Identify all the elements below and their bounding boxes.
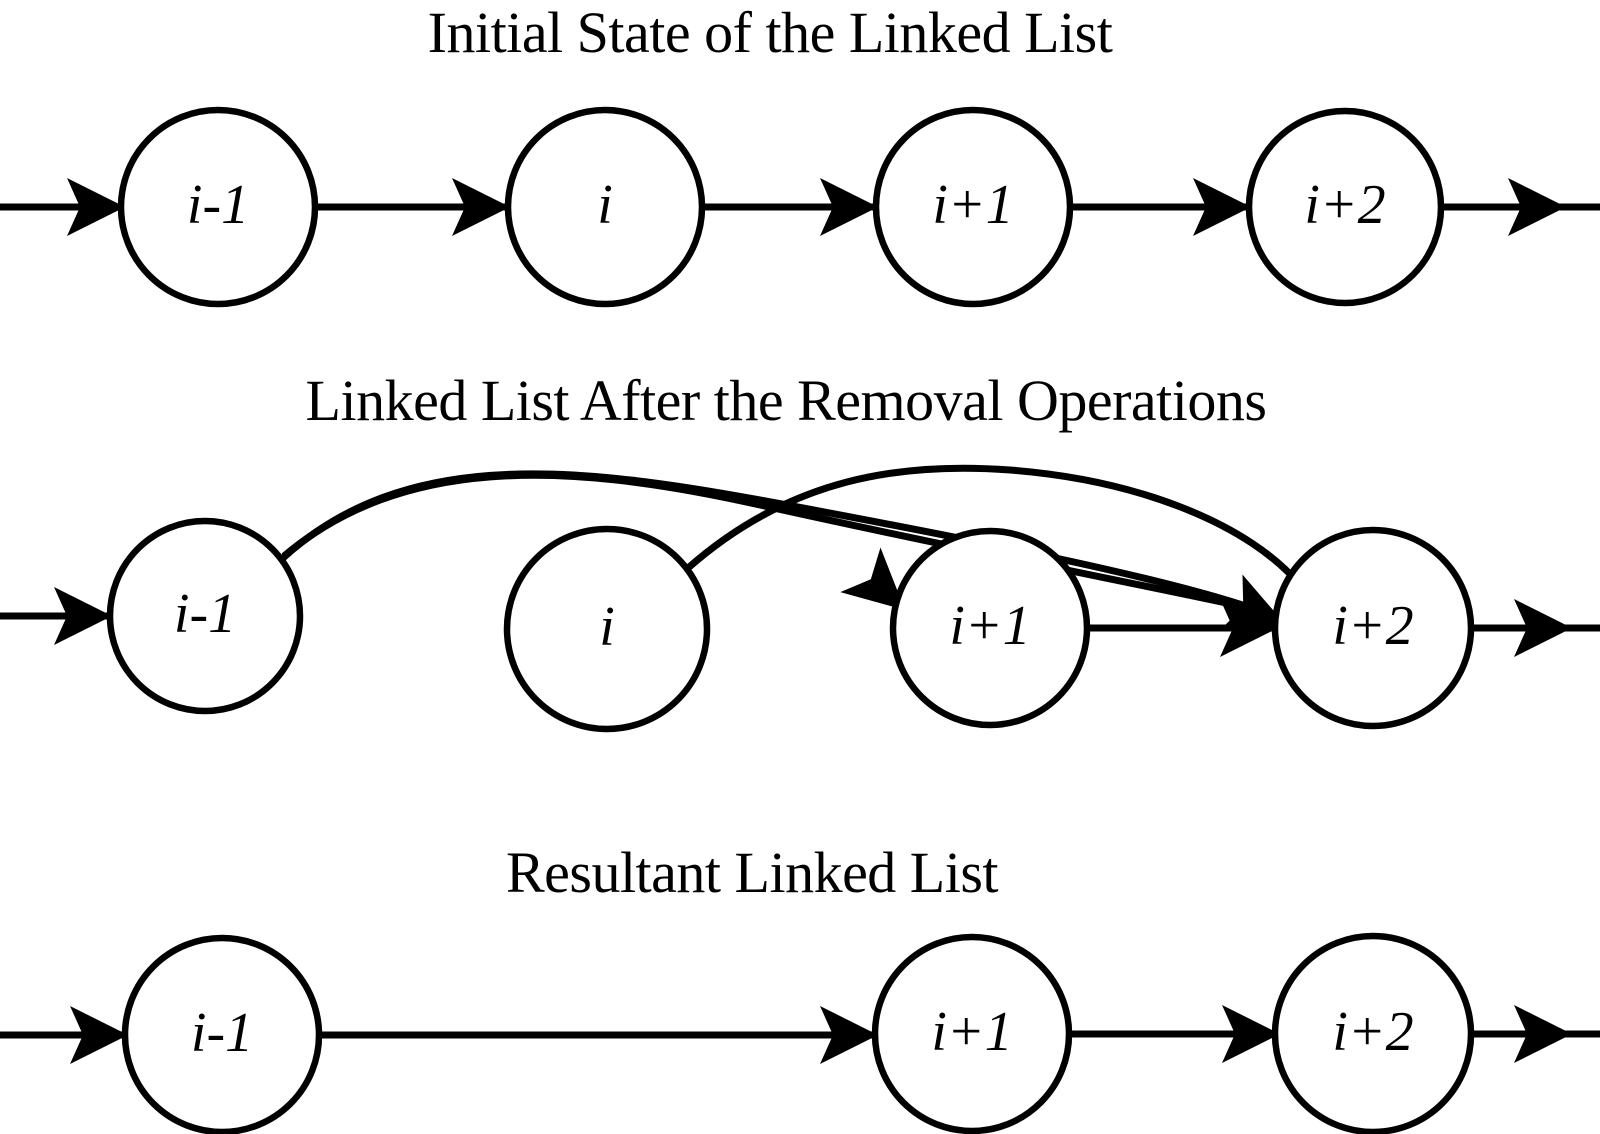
edge-curve-i-1-to-i-plus-2 <box>280 470 1270 618</box>
node-label: i <box>597 174 613 236</box>
section-initial: Initial State of the Linked List i-1 i i <box>0 0 1600 308</box>
node-circle[interactable] <box>121 934 323 1134</box>
node-after-i-minus-1[interactable]: i-1 <box>106 517 304 715</box>
edges-after-removal <box>0 464 1600 657</box>
node-label: i+2 <box>1332 1001 1413 1063</box>
edge-arc-i-to-i-plus-1 <box>685 464 1303 588</box>
section-resultant: Resultant Linked List i-1 i+1 i+2 <box>0 840 1600 1134</box>
node-circle[interactable] <box>117 106 319 308</box>
node-initial-i-plus-2[interactable]: i+2 <box>1245 107 1445 307</box>
node-resultant-i-plus-2[interactable]: i+2 <box>1271 932 1475 1134</box>
node-label: i+2 <box>1332 595 1413 657</box>
section-title-initial: Initial State of the Linked List <box>428 0 1113 65</box>
node-circle[interactable] <box>1245 107 1445 307</box>
node-after-i-plus-1[interactable]: i+1 <box>889 527 1091 729</box>
node-resultant-i-minus-1[interactable]: i-1 <box>121 934 323 1134</box>
node-circle[interactable] <box>503 525 711 733</box>
edges-initial <box>0 178 1600 236</box>
node-circle[interactable] <box>106 517 304 715</box>
node-label: i <box>599 596 615 658</box>
node-initial-i-plus-1[interactable]: i+1 <box>872 106 1074 308</box>
node-label: i+1 <box>949 595 1030 657</box>
node-circle[interactable] <box>1271 526 1475 730</box>
node-circle[interactable] <box>1271 932 1475 1134</box>
node-circle[interactable] <box>872 106 1074 308</box>
node-initial-i[interactable]: i <box>504 106 706 308</box>
edge-arc-i-1-to-i-plus-2 <box>281 471 1269 616</box>
node-circle[interactable] <box>871 933 1073 1134</box>
node-label: i+1 <box>932 174 1013 236</box>
node-after-i[interactable]: i <box>503 525 711 733</box>
arrowhead-i-to-i-plus-1 <box>840 547 905 610</box>
node-label: i-1 <box>191 1002 253 1064</box>
node-label: i-1 <box>187 174 249 236</box>
node-label: i+2 <box>1304 174 1385 236</box>
node-label: i-1 <box>174 583 236 645</box>
node-resultant-i-plus-1[interactable]: i+1 <box>871 933 1073 1134</box>
section-after-removal: Linked List After the Removal Operations <box>0 368 1600 733</box>
node-initial-i-minus-1[interactable]: i-1 <box>117 106 319 308</box>
section-title-resultant: Resultant Linked List <box>506 840 998 905</box>
node-label: i+1 <box>931 1001 1012 1063</box>
section-title-after-removal: Linked List After the Removal Operations <box>306 368 1267 433</box>
node-circle[interactable] <box>504 106 706 308</box>
node-circle[interactable] <box>889 527 1091 729</box>
edges-resultant <box>0 1005 1600 1064</box>
node-after-i-plus-2[interactable]: i+2 <box>1271 526 1475 730</box>
